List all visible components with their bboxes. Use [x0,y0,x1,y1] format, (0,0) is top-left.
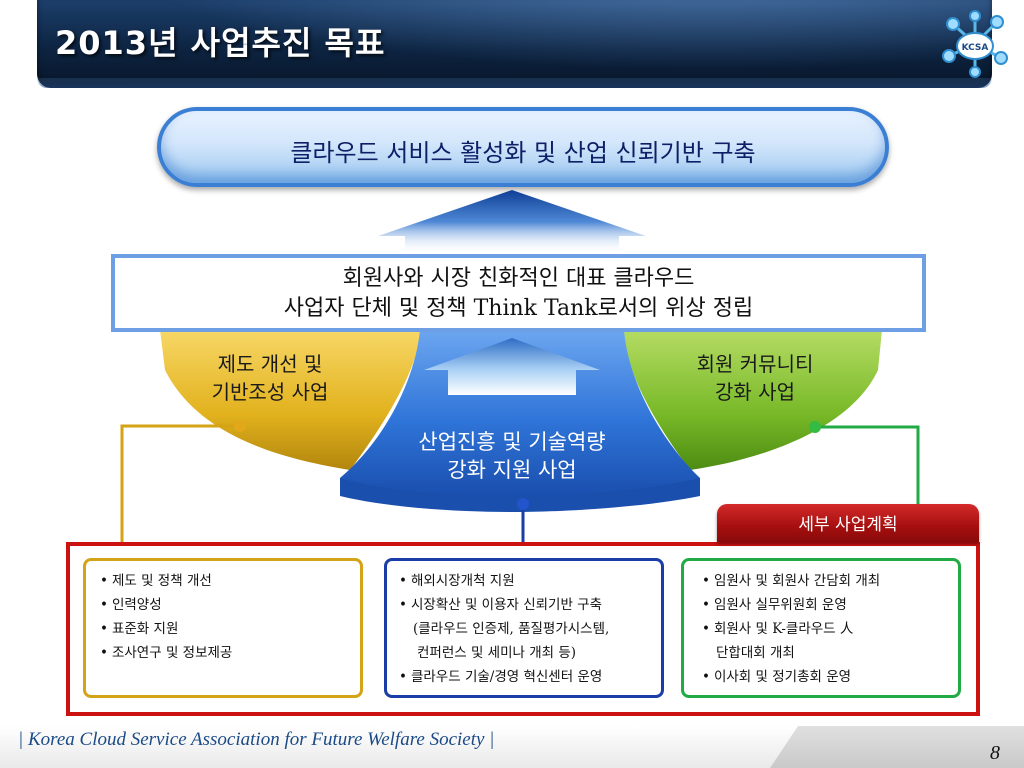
footer-page-tab [770,726,1024,768]
left-connector-dot [234,420,246,432]
right-pillar-label: 회원 커뮤니티 강화 사업 [680,350,830,406]
right-pillar-line-1: 회원 커뮤니티 [696,352,814,376]
list-item: •표준화 지원 [100,621,179,637]
list-item: •시장확산 및 이용자 신뢰기반 구축 [399,597,603,613]
list-item: •제도 및 정책 개선 [100,573,212,589]
list-item: •클라우드 기술/경영 혁신센터 운영 [399,669,603,685]
list-item: •해외시장개척 지원 [399,573,515,589]
center-connector-dot [517,498,529,510]
list-item: •인력양성 [100,597,162,613]
list-subline: (클라우드 인증제, 품질평가시스템, [413,621,610,637]
header-bar: 2013년 사업추진 목표 KCSA [37,0,1008,88]
list-item: •회원사 및 K-클라우드 人 [702,621,854,637]
left-plan-card: •제도 및 정책 개선 •인력양성 •표준화 지원 •조사연구 및 정보제공 [83,558,363,698]
vision-line-1: 회원사와 시장 친화적인 대표 클라우드 [342,266,695,291]
center-pillar-body [340,330,700,496]
page-number: 8 [990,742,1000,764]
page-title: 2013년 사업추진 목표 [55,24,386,62]
right-connector-dot [809,421,821,433]
upward-arrow-top [378,190,646,254]
center-pillar-line-1: 산업진흥 및 기술역량 [418,430,606,454]
vision-box: 회원사와 시장 친화적인 대표 클라우드 사업자 단체 및 정책 Think T… [111,254,926,332]
list-subline: 컨퍼런스 및 세미나 개최 등) [417,645,577,661]
upward-arrow-center [424,338,600,395]
right-pillar-arc [624,330,882,470]
left-connector-line [120,424,240,560]
goal-text: 클라우드 서비스 활성화 및 산업 신뢰기반 구축 [290,139,756,167]
detail-plan-tab: 세부 사업계획 [717,504,979,542]
left-pillar-line-1: 제도 개선 및 [217,352,323,376]
center-pillar-label: 산업진흥 및 기술역량 강화 지원 사업 [392,428,632,484]
right-plan-list: •임원사 및 회원사 간담회 개최 •임원사 실무위원회 운영 •회원사 및 K… [684,561,958,689]
left-pillar-arc [160,330,420,470]
cloud-network-logo-icon: KCSA [942,10,1008,78]
logo-text: KCSA [962,43,989,53]
list-item: •이사회 및 정기총회 운영 [702,669,852,685]
center-plan-list: •해외시장개척 지원 •시장확산 및 이용자 신뢰기반 구축 (클라우드 인증제… [387,561,661,689]
right-plan-card: •임원사 및 회원사 간담회 개최 •임원사 실무위원회 운영 •회원사 및 K… [681,558,961,698]
goal-banner: 클라우드 서비스 활성화 및 산업 신뢰기반 구축 [157,107,889,187]
left-pillar-line-2: 기반조성 사업 [211,380,329,404]
left-pillar-label: 제도 개선 및 기반조성 사업 [190,350,350,406]
right-pillar-line-2: 강화 사업 [715,380,795,404]
left-plan-list: •제도 및 정책 개선 •인력양성 •표준화 지원 •조사연구 및 정보제공 [86,561,360,665]
list-item: •임원사 실무위원회 운영 [702,597,847,613]
vision-line-2: 사업자 단체 및 정책 Think Tank로서의 위상 정립 [283,296,754,321]
detail-plan-title: 세부 사업계획 [798,515,898,535]
list-subline: 단합대회 개최 [716,645,795,661]
list-item: •임원사 및 회원사 간담회 개최 [702,573,881,589]
list-item: •조사연구 및 정보제공 [100,645,233,661]
center-pillar-line-2: 강화 지원 사업 [447,458,577,482]
footer-text: | Korea Cloud Service Association for Fu… [18,729,495,750]
center-plan-card: •해외시장개척 지원 •시장확산 및 이용자 신뢰기반 구축 (클라우드 인증제… [384,558,664,698]
header-shine [37,78,992,88]
